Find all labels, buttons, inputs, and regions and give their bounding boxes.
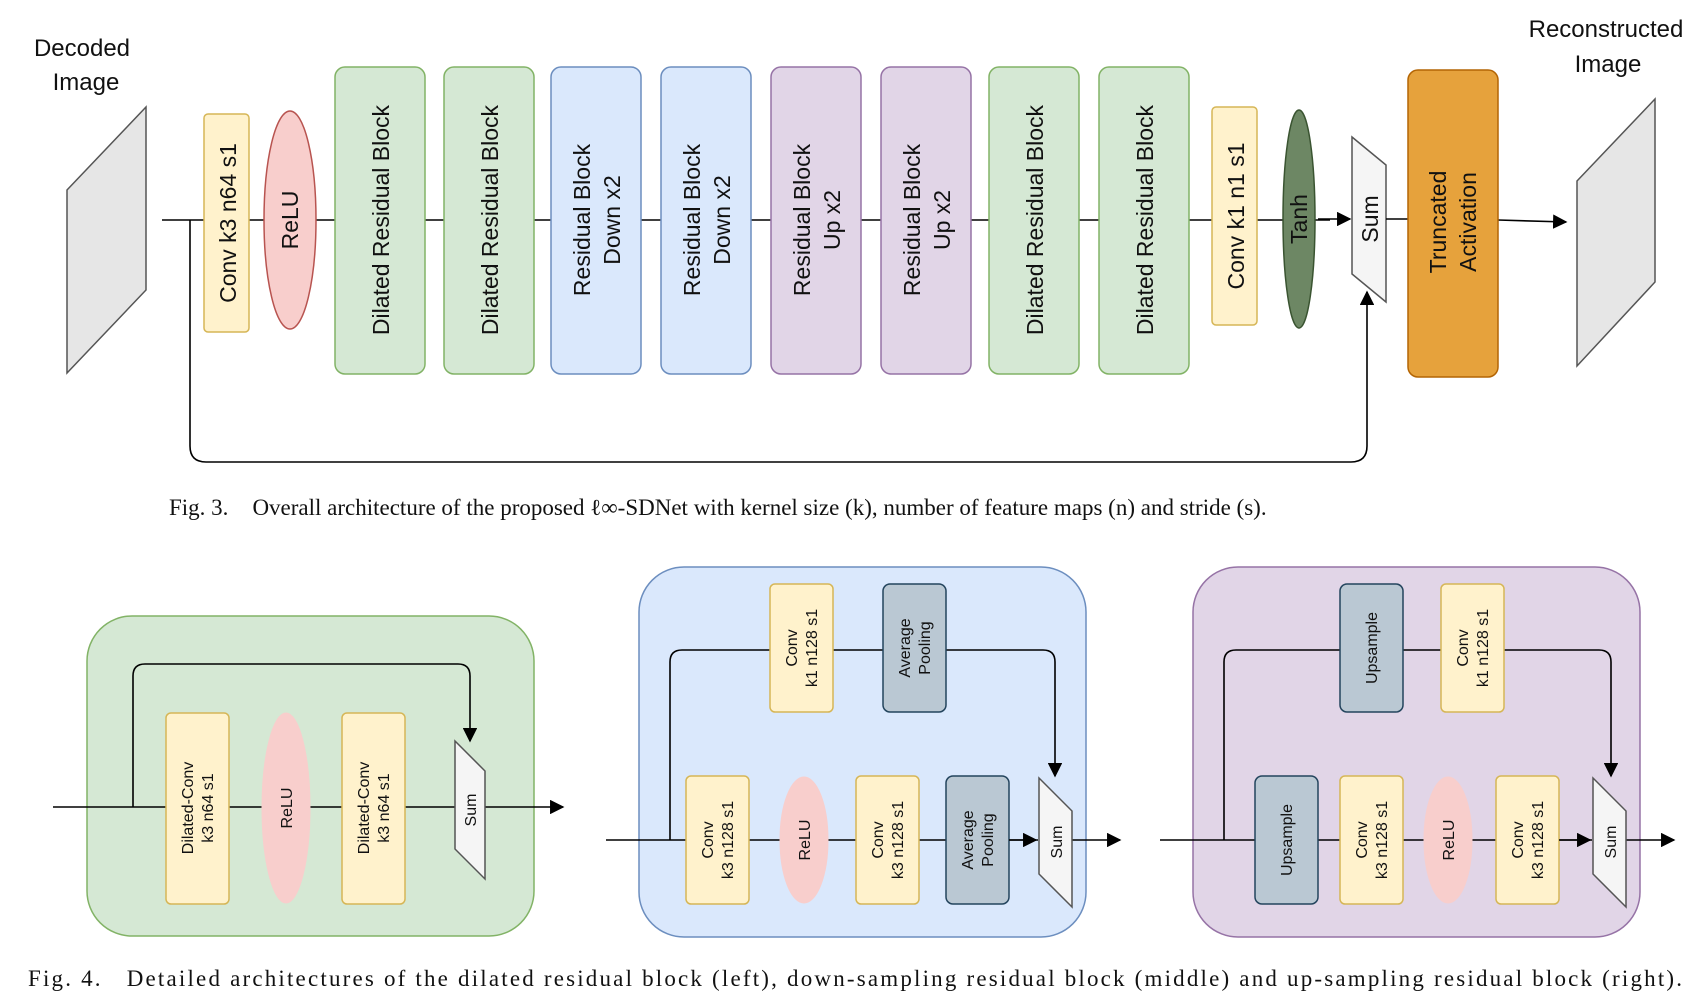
residual-block-up-1 <box>770 66 862 375</box>
fig3-caption: Fig. 3.Overall architecture of the propo… <box>169 495 1267 520</box>
dilated-skip-connection <box>132 663 478 807</box>
up-skip-connection <box>1223 649 1619 840</box>
residual-block-down-2-label-1: Residual Block <box>679 143 705 296</box>
residual-block-down-1 <box>550 66 642 375</box>
fig3-diagram: Decoded Image Conv k3 n64 s1 ReLU Dilate… <box>34 16 1683 520</box>
down-conv-2-block <box>855 775 920 905</box>
dilated-residual-block-4-label: Dilated Residual Block <box>1132 104 1158 335</box>
dilated-residual-block-3-label: Dilated Residual Block <box>1022 104 1048 335</box>
down-conv-2-label-2: k3 n128 s1 <box>890 801 907 879</box>
residual-block-down-2 <box>660 66 752 375</box>
up-skip-upsample-label: Upsample <box>1364 612 1381 684</box>
residual-block-down-1-label-2: Down x2 <box>599 175 625 264</box>
dilated-conv-2-block <box>341 712 406 905</box>
dilated-conv-2-label-2: k3 n64 s1 <box>376 773 393 842</box>
up-skip-conv-block <box>1440 583 1505 713</box>
residual-block-up-2 <box>880 66 972 375</box>
relu-label: ReLU <box>277 191 303 250</box>
truncated-activation-label-1: Truncated <box>1425 171 1451 274</box>
decoded-image-label-2: Image <box>53 69 120 96</box>
decoded-image-icon <box>66 105 147 375</box>
up-skip-upsample-block <box>1339 583 1404 713</box>
up-conv-2-label-2: k3 n128 s1 <box>1530 801 1547 879</box>
decoded-image-label-1: Decoded <box>34 35 130 62</box>
output-arrow <box>1497 214 1568 229</box>
fig4-down-sampling-residual-block: Conv k1 n128 s1 Average Pooling Conv k3 … <box>606 566 1122 938</box>
residual-block-up-1-label-2: Up x2 <box>819 190 845 250</box>
up-conv-1-label-1: Conv <box>1354 821 1371 858</box>
reconstructed-image-label-1: Reconstructed <box>1529 16 1684 43</box>
dilated-residual-block-4 <box>1098 66 1190 375</box>
sum-node <box>1351 135 1387 304</box>
truncated-activation-block <box>1407 69 1499 378</box>
relu-node <box>263 110 317 330</box>
dilated-sum-label: Sum <box>463 794 480 827</box>
residual-block-down-1-label-1: Residual Block <box>569 143 595 296</box>
down-relu-node <box>779 776 829 904</box>
down-conv-2-label-1: Conv <box>870 821 887 858</box>
residual-block-down-2-label-2: Down x2 <box>709 175 735 264</box>
up-skip-conv-label-1: Conv <box>1455 629 1472 666</box>
conv-k1-n1-s1-label: Conv k1 n1 s1 <box>1223 142 1249 289</box>
up-upsample-label: Upsample <box>1279 804 1296 876</box>
down-pool-label-1: Average <box>960 810 977 869</box>
dilated-relu-label: ReLU <box>279 788 296 829</box>
dilated-residual-block-1 <box>334 66 426 375</box>
dilated-residual-block-3 <box>988 66 1080 375</box>
down-relu-label: ReLU <box>797 820 814 861</box>
dilated-residual-block-2 <box>443 66 535 375</box>
down-skip-conv-label-2: k1 n128 s1 <box>804 609 821 687</box>
global-skip-connection <box>189 220 1375 463</box>
up-upsample-block <box>1254 775 1319 905</box>
conv-k3-n64-s1-block <box>203 113 250 333</box>
down-pool-label-2: Pooling <box>980 813 997 866</box>
down-skip-conv-label-1: Conv <box>784 629 801 666</box>
up-conv-2-block <box>1495 775 1560 905</box>
down-conv-1-block <box>685 775 750 905</box>
fig4-dilated-residual-block: Dilated-Conv k3 n64 s1 ReLU Dilated-Conv… <box>53 615 565 937</box>
up-sum-label: Sum <box>1603 826 1620 859</box>
dilated-residual-block-1-label: Dilated Residual Block <box>368 104 394 335</box>
truncated-activation-label-2: Activation <box>1455 172 1481 272</box>
dilated-conv-1-block <box>165 712 230 905</box>
dilated-sum-node <box>454 739 486 881</box>
up-relu-label: ReLU <box>1441 820 1458 861</box>
down-sum-label: Sum <box>1049 826 1066 859</box>
dilated-relu-node <box>261 712 311 904</box>
down-conv-1-label-1: Conv <box>700 821 717 858</box>
sum-label: Sum <box>1357 195 1383 242</box>
down-conv-1-label-2: k3 n128 s1 <box>720 801 737 879</box>
dilated-conv-2-label-1: Dilated-Conv <box>356 762 373 854</box>
residual-block-up-2-label-1: Residual Block <box>899 143 925 296</box>
fig4-up-sampling-residual-block: Upsample Conv k1 n128 s1 Upsample Conv k… <box>1160 566 1676 938</box>
residual-block-up-1-label-1: Residual Block <box>789 143 815 296</box>
conv-k1-n1-s1-block <box>1211 106 1258 326</box>
down-skip-pool-label-1: Average <box>897 618 914 677</box>
up-conv-1-block <box>1339 775 1404 905</box>
reconstructed-image-label-2: Image <box>1575 51 1642 78</box>
up-skip-conv-label-2: k1 n128 s1 <box>1475 609 1492 687</box>
fig4-caption: Fig. 4.Detailed architectures of the dil… <box>28 966 1682 991</box>
conv-k3-n64-s1-label: Conv k3 n64 s1 <box>215 143 241 303</box>
up-sum-node <box>1592 776 1627 909</box>
dilated-conv-1-label-2: k3 n64 s1 <box>200 773 217 842</box>
tanh-node <box>1282 109 1316 329</box>
down-skip-conv-block <box>769 583 834 713</box>
down-sum-node <box>1038 776 1073 909</box>
tanh-label: Tanh <box>1286 194 1312 244</box>
down-skip-pool-block <box>882 583 947 713</box>
down-pool-block <box>945 775 1010 905</box>
dilated-conv-1-label-1: Dilated-Conv <box>180 762 197 854</box>
up-conv-2-label-1: Conv <box>1510 821 1527 858</box>
reconstructed-image-icon <box>1576 97 1656 368</box>
residual-block-up-2-label-2: Up x2 <box>929 190 955 250</box>
up-relu-node <box>1423 776 1473 904</box>
down-skip-pool-label-2: Pooling <box>917 621 934 674</box>
dilated-residual-block-2-label: Dilated Residual Block <box>477 104 503 335</box>
down-skip-connection <box>669 649 1063 840</box>
up-conv-1-label-2: k3 n128 s1 <box>1374 801 1391 879</box>
